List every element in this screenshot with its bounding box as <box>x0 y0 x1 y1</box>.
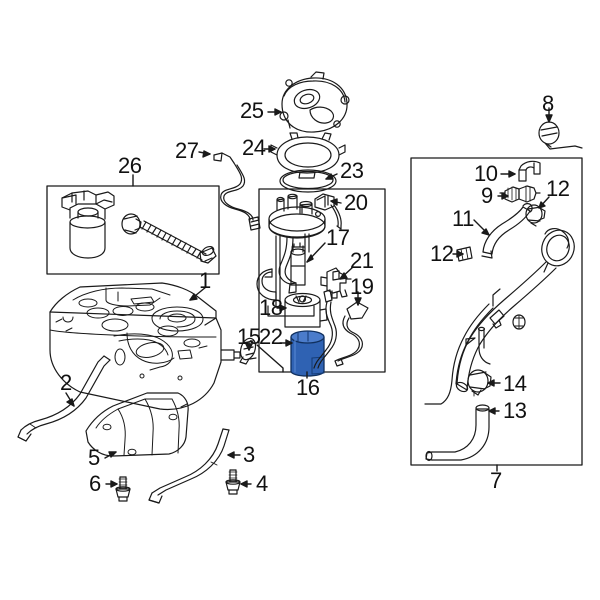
part-23-lock-ring-seal <box>279 169 337 193</box>
part-3-fuel-tank-strap-right <box>148 428 230 504</box>
part-10-filler-vent-bracket <box>518 160 541 182</box>
callout-16: 16 <box>296 375 320 400</box>
callout-17: 17 <box>326 225 350 250</box>
callout-10: 10 <box>474 161 498 186</box>
part-13-fuel-filler-hose <box>425 404 490 462</box>
part-11-fuel-filler-vent-hose <box>481 203 533 259</box>
part-15-fuel-tank-sensor <box>239 337 257 365</box>
callout-1: 1 <box>199 268 211 293</box>
part-7-fuel-filler-neck <box>424 228 575 405</box>
panel-box-26 <box>46 185 220 275</box>
callout-22: 22 <box>259 324 283 349</box>
part-1-fuel-tank <box>49 282 241 411</box>
callout-12-lower: 12 <box>430 241 454 266</box>
part-22-fuel-filter <box>290 330 325 377</box>
callout-19: 19 <box>350 274 374 299</box>
callout-18: 18 <box>259 295 283 320</box>
callout-21: 21 <box>350 248 374 273</box>
callout-13: 13 <box>503 398 527 423</box>
callout-2: 2 <box>60 370 72 395</box>
callout-25: 25 <box>240 98 264 123</box>
part-5-fuel-tank-shield <box>85 392 189 457</box>
part-8-vapor-hose-clamp <box>538 121 583 150</box>
part-16-fuel-pump-module <box>256 193 326 317</box>
callout-12-upper: 12 <box>546 176 570 201</box>
part-27-fuel-feed-hose <box>213 152 261 231</box>
callout-23: 23 <box>340 158 364 183</box>
callout-27: 27 <box>175 138 199 163</box>
callout-3: 3 <box>243 442 255 467</box>
callout-5: 5 <box>88 445 100 470</box>
callout-9: 9 <box>481 183 493 208</box>
callout-11: 11 <box>452 206 474 231</box>
callout-7: 7 <box>490 468 502 493</box>
leader-lines <box>65 107 553 488</box>
callout-6: 6 <box>89 471 101 496</box>
callout-8: 8 <box>542 91 554 116</box>
part-2-fuel-tank-strap-left <box>17 355 111 442</box>
part-25-fuel-pump-cover <box>279 71 350 133</box>
part-6-shield-bolt <box>115 476 131 502</box>
callout-15: 15 <box>237 324 261 349</box>
part-4-strap-bolt-right <box>225 469 241 495</box>
callout-14: 14 <box>503 371 527 396</box>
part-19-fuel-pump-wire-bracket <box>313 289 369 369</box>
part-20-fuel-pump-connector <box>314 193 342 230</box>
callout-4: 4 <box>256 471 268 496</box>
callout-24: 24 <box>242 135 266 160</box>
callout-20: 20 <box>344 190 368 215</box>
callout-26: 26 <box>118 153 142 178</box>
part-26-fuel-filter-assembly <box>61 190 217 264</box>
